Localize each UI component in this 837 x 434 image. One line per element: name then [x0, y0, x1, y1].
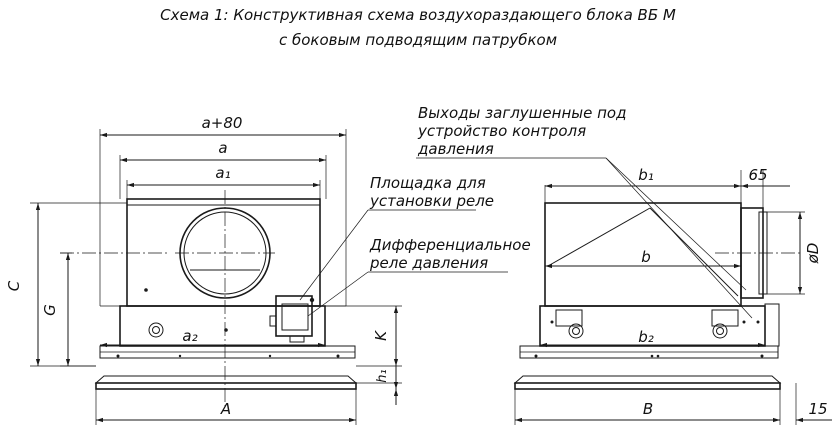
dim-65: 65 [748, 166, 767, 184]
title-line-2: с боковым подводящим патрубком [279, 31, 557, 49]
dim-a: a [218, 139, 227, 157]
note-platform-line-2: установки реле [369, 192, 494, 210]
dim-G: G [41, 304, 59, 316]
housing-front [126, 198, 321, 307]
dim-15: 15 [808, 400, 827, 418]
callout-relay: Дифференциальное реле давления [307, 236, 531, 317]
dim-b2: b₂ [638, 328, 654, 346]
note-outlets-line-2: устройство контроля [417, 122, 586, 140]
dim-A: A [220, 400, 231, 418]
dim-a1: a₁ [215, 164, 230, 182]
dim-h1: h₁ [375, 369, 390, 382]
side-view [513, 170, 832, 425]
title-line-1: Схема 1: Конструктивная схема воздухораз… [160, 6, 676, 24]
dim-C: C [5, 280, 23, 291]
dim-K: K [372, 330, 390, 341]
note-relay-line-2: реле давления [369, 254, 488, 272]
callout-platform: Площадка для установки реле [299, 174, 494, 301]
note-platform-line-1: Площадка для [370, 174, 486, 192]
dim-D: øD [804, 243, 822, 265]
dim-B: B [643, 400, 653, 418]
front-view [30, 129, 402, 425]
note-outlets-line-1: Выходы заглушенные под [418, 104, 626, 122]
dim-b: b [641, 248, 651, 266]
note-outlets-line-3: давления [417, 140, 494, 158]
pressure-relay [269, 295, 315, 343]
note-relay-line-1: Дифференциальное [369, 236, 531, 254]
diffuser-panel-side [514, 382, 781, 390]
dim-b1: b₁ [638, 166, 654, 184]
dim-a-plus-80: a+80 [202, 114, 243, 132]
diffuser-panel-front [95, 382, 357, 390]
dim-a2: a₂ [182, 327, 197, 345]
callout-outlets: Выходы заглушенные под устройство контро… [416, 104, 753, 319]
